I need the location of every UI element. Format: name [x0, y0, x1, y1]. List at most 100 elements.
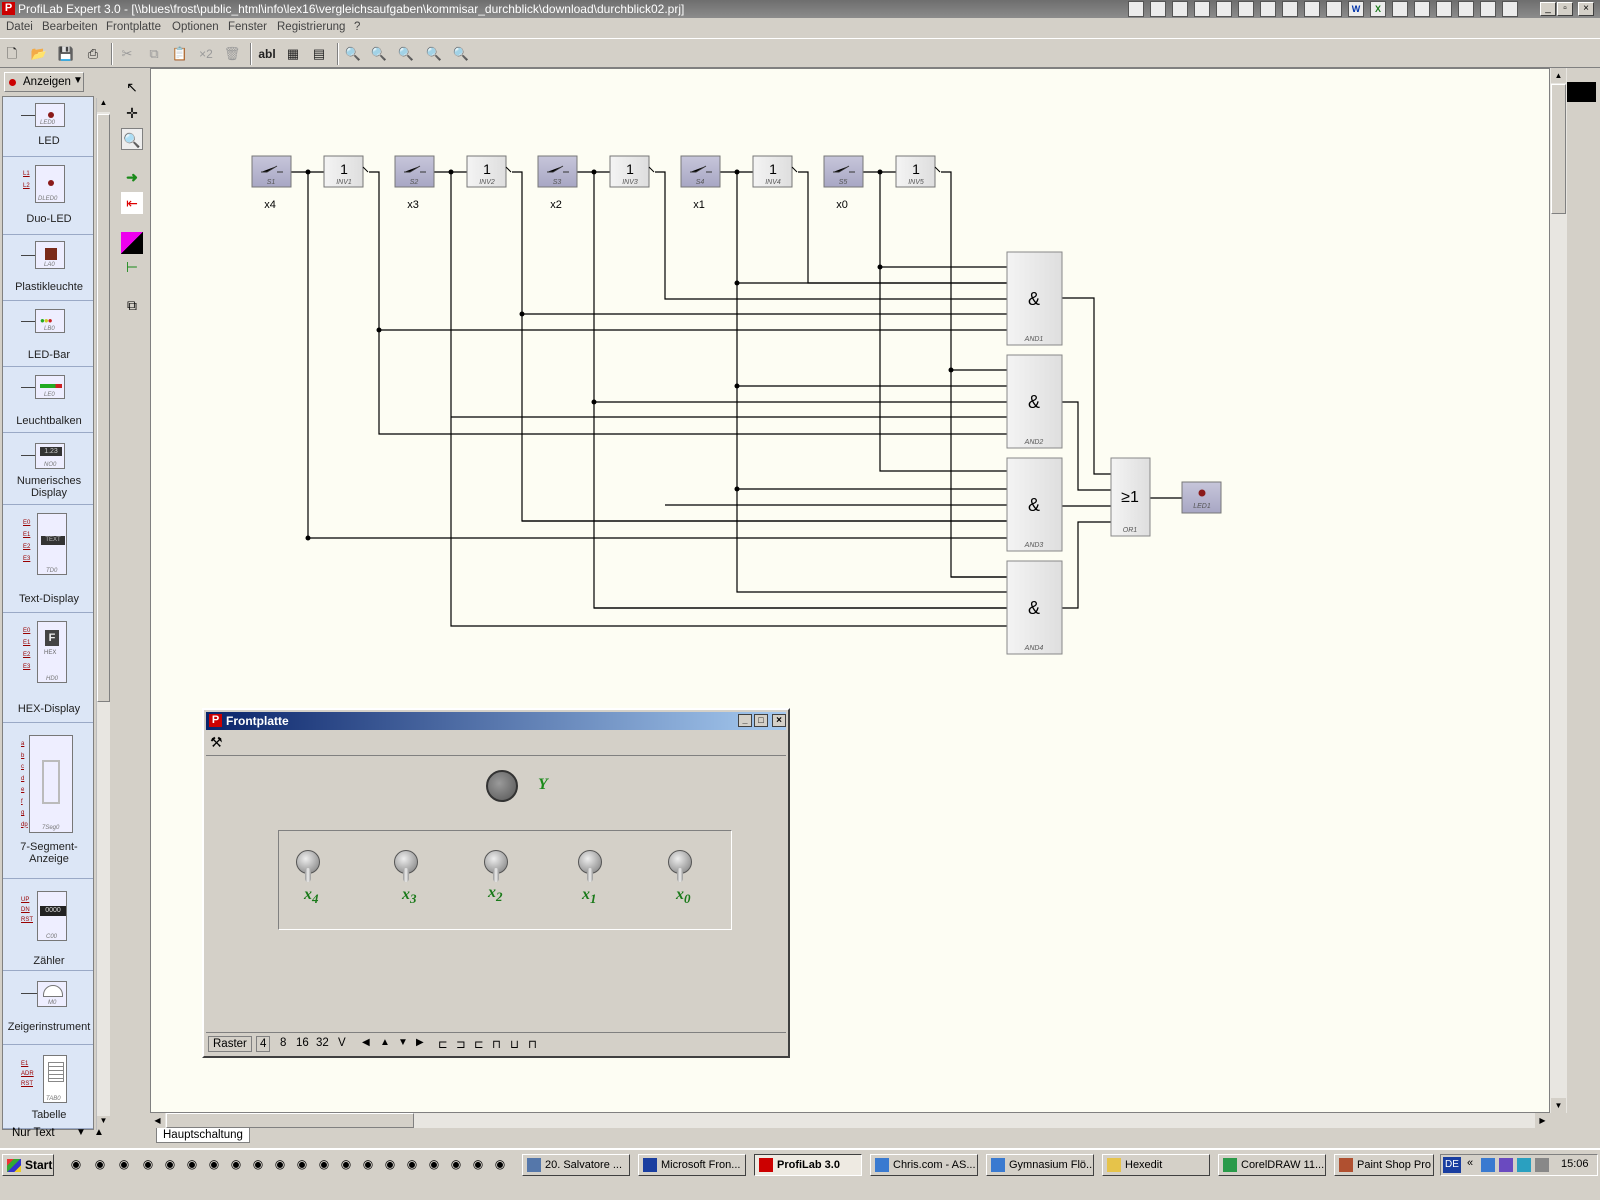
zoom-in-icon[interactable]: 🔍 — [344, 46, 362, 61]
tray-icon[interactable] — [1499, 1158, 1513, 1172]
raster-button[interactable]: Raster — [208, 1036, 252, 1052]
paste-icon[interactable]: 📋 — [171, 46, 189, 61]
align-top-icon[interactable]: ⊓ — [492, 1039, 501, 1051]
zoom-out-icon[interactable]: 🔍 — [370, 46, 388, 61]
quicklaunch-icon[interactable]: ◉ — [494, 1157, 506, 1171]
menu-bearbeiten[interactable]: Bearbeiten — [42, 21, 98, 33]
palette-item-led-bar[interactable]: ●●●LB0 LED-Bar — [3, 301, 93, 367]
quicklaunch-icon[interactable]: ◉ — [384, 1157, 396, 1171]
menu-datei[interactable]: Datei — [6, 21, 33, 33]
raster-4-button[interactable]: 4 — [256, 1036, 271, 1052]
switch-s2[interactable]: S2 — [394, 155, 435, 188]
app-icon[interactable]: P — [2, 2, 15, 15]
zoom-reset-icon[interactable]: 🔍 — [452, 46, 470, 61]
tray-app-icon[interactable] — [1194, 1, 1210, 17]
quicklaunch-icon[interactable]: ◉ — [208, 1157, 220, 1171]
menu-fenster[interactable]: Fenster — [228, 21, 267, 33]
stop-icon[interactable]: ⇤ — [121, 192, 143, 214]
tray-app-icon[interactable] — [1414, 1, 1430, 17]
align-middle-icon[interactable]: ⊔ — [510, 1039, 519, 1051]
pointer-icon[interactable]: ↖ — [126, 79, 138, 95]
and-gate-and2[interactable]: &AND2 — [1006, 354, 1063, 449]
grid-icon[interactable]: ▦ — [286, 46, 300, 61]
tray-icon[interactable] — [1517, 1158, 1531, 1172]
palette-item-plastikleuchte[interactable]: LA0 Plastikleuchte — [3, 235, 93, 301]
new-file-icon[interactable]: 🗋 — [6, 46, 18, 61]
and-gate-and1[interactable]: &AND1 — [1006, 251, 1063, 346]
palette-item-leuchtbalken[interactable]: LE0 Leuchtbalken — [3, 367, 93, 433]
title-bar[interactable]: P ProfiLab Expert 3.0 - [\\blues\frost\p… — [0, 0, 1600, 18]
volume-icon[interactable] — [1535, 1158, 1549, 1172]
tray-app-icon[interactable] — [1326, 1, 1342, 17]
text-tool-button[interactable]: abl — [258, 47, 276, 61]
excel-icon[interactable]: X — [1370, 1, 1386, 17]
toggle-switch-x2[interactable] — [484, 850, 508, 882]
arrow-right-icon[interactable]: ▶ — [416, 1037, 424, 1048]
tray-app-icon[interactable] — [1238, 1, 1254, 17]
duplicate-button[interactable]: ×2 — [199, 47, 213, 61]
zoom-fit-icon[interactable]: 🔍 — [397, 46, 415, 61]
quicklaunch-icon[interactable]: ◉ — [340, 1157, 352, 1171]
palette-item-led[interactable]: LED0 LED — [3, 97, 93, 157]
toggle-switch-x3[interactable] — [394, 850, 418, 882]
tab-hauptschaltung[interactable]: Hauptschaltung — [156, 1128, 250, 1143]
maximize-button[interactable]: □ — [754, 714, 768, 727]
quicklaunch-icon[interactable]: ◉ — [274, 1157, 286, 1171]
toggle-switch-x4[interactable] — [296, 850, 320, 882]
close-button[interactable]: × — [1578, 2, 1594, 16]
close-button[interactable]: × — [772, 714, 786, 727]
quicklaunch-icon[interactable]: ◉ — [70, 1157, 82, 1171]
tools-icon[interactable]: ⚒ — [210, 734, 223, 750]
tray-app-icon[interactable] — [1150, 1, 1166, 17]
language-indicator[interactable]: DE — [1443, 1157, 1461, 1173]
palette-view-toggle[interactable]: Nur Text ▼ ▲ — [0, 1126, 112, 1142]
restore-button[interactable]: ▫ — [1557, 2, 1573, 16]
quicklaunch-icon[interactable]: ◉ — [472, 1157, 484, 1171]
arrow-down-icon[interactable]: ▼ — [398, 1037, 408, 1048]
and-gate-and4[interactable]: &AND4 — [1006, 560, 1063, 655]
copy-icon[interactable]: ⧉ — [149, 46, 159, 61]
quicklaunch-icon[interactable]: ◉ — [362, 1157, 374, 1171]
quicklaunch-icon[interactable]: ◉ — [252, 1157, 264, 1171]
tray-app-icon[interactable] — [1436, 1, 1452, 17]
quicklaunch-icon[interactable]: ◉ — [296, 1157, 308, 1171]
start-button[interactable]: Start — [2, 1154, 54, 1176]
zoom-area-icon[interactable]: 🔍 — [425, 46, 443, 61]
tray-icon[interactable] — [1481, 1158, 1495, 1172]
quicklaunch-icon[interactable]: ◉ — [142, 1157, 154, 1171]
taskbar-task[interactable]: Microsoft Fron... — [638, 1154, 746, 1176]
category-dropdown[interactable]: Anzeigen ▼ — [4, 72, 84, 92]
frontplatte-window[interactable]: P Frontplatte _ □ × ⚒ Y x4 x3 x2 x1 x0 R… — [202, 708, 790, 1058]
down-arrow-icon[interactable]: ▼ — [76, 1127, 86, 1138]
raster-32-button[interactable]: 32 — [316, 1037, 329, 1049]
tray-app-icon[interactable] — [1172, 1, 1188, 17]
taskbar-task-active[interactable]: ProfiLab 3.0 — [754, 1154, 862, 1176]
up-arrow-icon[interactable]: ▲ — [94, 1127, 104, 1138]
switch-s5[interactable]: S5 — [823, 155, 864, 188]
toggle-switch-x0[interactable] — [668, 850, 692, 882]
quicklaunch-icon[interactable]: ◉ — [318, 1157, 330, 1171]
taskbar-task[interactable]: Paint Shop Pro — [1334, 1154, 1434, 1176]
quicklaunch-icon[interactable]: ◉ — [428, 1157, 440, 1171]
frontplatte-title-bar[interactable]: P Frontplatte _ □ × — [206, 712, 786, 730]
menu-help[interactable]: ? — [354, 21, 361, 33]
raster-v-button[interactable]: V — [338, 1037, 346, 1049]
word-icon[interactable]: W — [1348, 1, 1364, 17]
switch-s1[interactable]: S1 — [251, 155, 292, 188]
tray-app-icon[interactable] — [1392, 1, 1408, 17]
tray-app-icon[interactable] — [1128, 1, 1144, 17]
arrow-left-icon[interactable]: ◀ — [362, 1037, 370, 1048]
cut-icon[interactable]: ✂ — [121, 46, 133, 61]
